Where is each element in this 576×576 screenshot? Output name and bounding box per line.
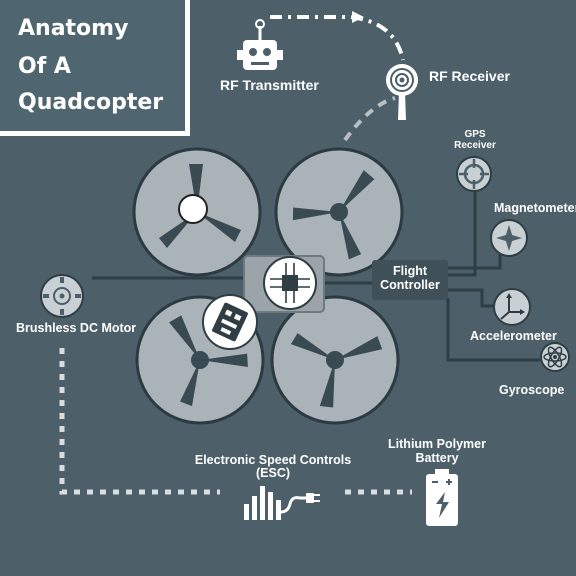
gps-target-icon bbox=[456, 156, 492, 192]
gyroscope-label: Gyroscope bbox=[499, 383, 565, 397]
rotor-front-right bbox=[274, 147, 404, 277]
esc-label-line-2: (ESC) bbox=[255, 466, 291, 480]
flight-controller-box: Flight Controller bbox=[372, 260, 448, 300]
flight-controller-label-line-1: Flight bbox=[392, 264, 427, 278]
battery-label-line-2: Battery bbox=[415, 451, 459, 465]
rf-link-arrow bbox=[352, 11, 364, 23]
rf-receiver-label: RF Receiver bbox=[429, 68, 510, 84]
dashed-links bbox=[59, 348, 412, 495]
title-line-2: Of A bbox=[18, 54, 71, 79]
robot-transmitter-icon bbox=[237, 19, 283, 70]
receiver-dash-line bbox=[343, 96, 396, 142]
esc-board-icon bbox=[202, 294, 258, 350]
circuit-chip-icon bbox=[263, 256, 317, 310]
esc-label-line-1: Electronic Speed Controls bbox=[194, 453, 352, 467]
flight-controller-label-line-2: Controller bbox=[380, 278, 440, 292]
title-line-3: Quadcopter bbox=[18, 90, 164, 115]
rf-link-line bbox=[270, 15, 405, 61]
battery-label-line-1: Lithium Polymer bbox=[388, 437, 486, 451]
axes-icon bbox=[493, 288, 531, 326]
esc-bars-icon bbox=[244, 486, 320, 520]
accelerometer-label: Accelerometer bbox=[470, 329, 557, 343]
brushless-motor-label: Brushless DC Motor bbox=[16, 321, 137, 335]
connection-lines bbox=[92, 190, 540, 362]
title-line-1: Anatomy bbox=[18, 16, 129, 41]
rotor-rear-right bbox=[270, 295, 400, 425]
motor-icon bbox=[40, 274, 84, 318]
battery-icon bbox=[426, 469, 458, 526]
rf-transmitter-label: RF Transmitter bbox=[220, 77, 319, 93]
gps-label-line-2: Receiver bbox=[454, 140, 496, 151]
magnetometer-label: Magnetometer bbox=[494, 201, 576, 215]
title-panel: Anatomy Of A Quadcopter bbox=[0, 0, 190, 136]
gps-label-line-1: GPS bbox=[464, 129, 486, 140]
atom-icon bbox=[540, 342, 570, 372]
antenna-icon bbox=[386, 64, 418, 120]
compass-icon bbox=[490, 219, 528, 257]
motor-hub-marker bbox=[178, 194, 208, 224]
